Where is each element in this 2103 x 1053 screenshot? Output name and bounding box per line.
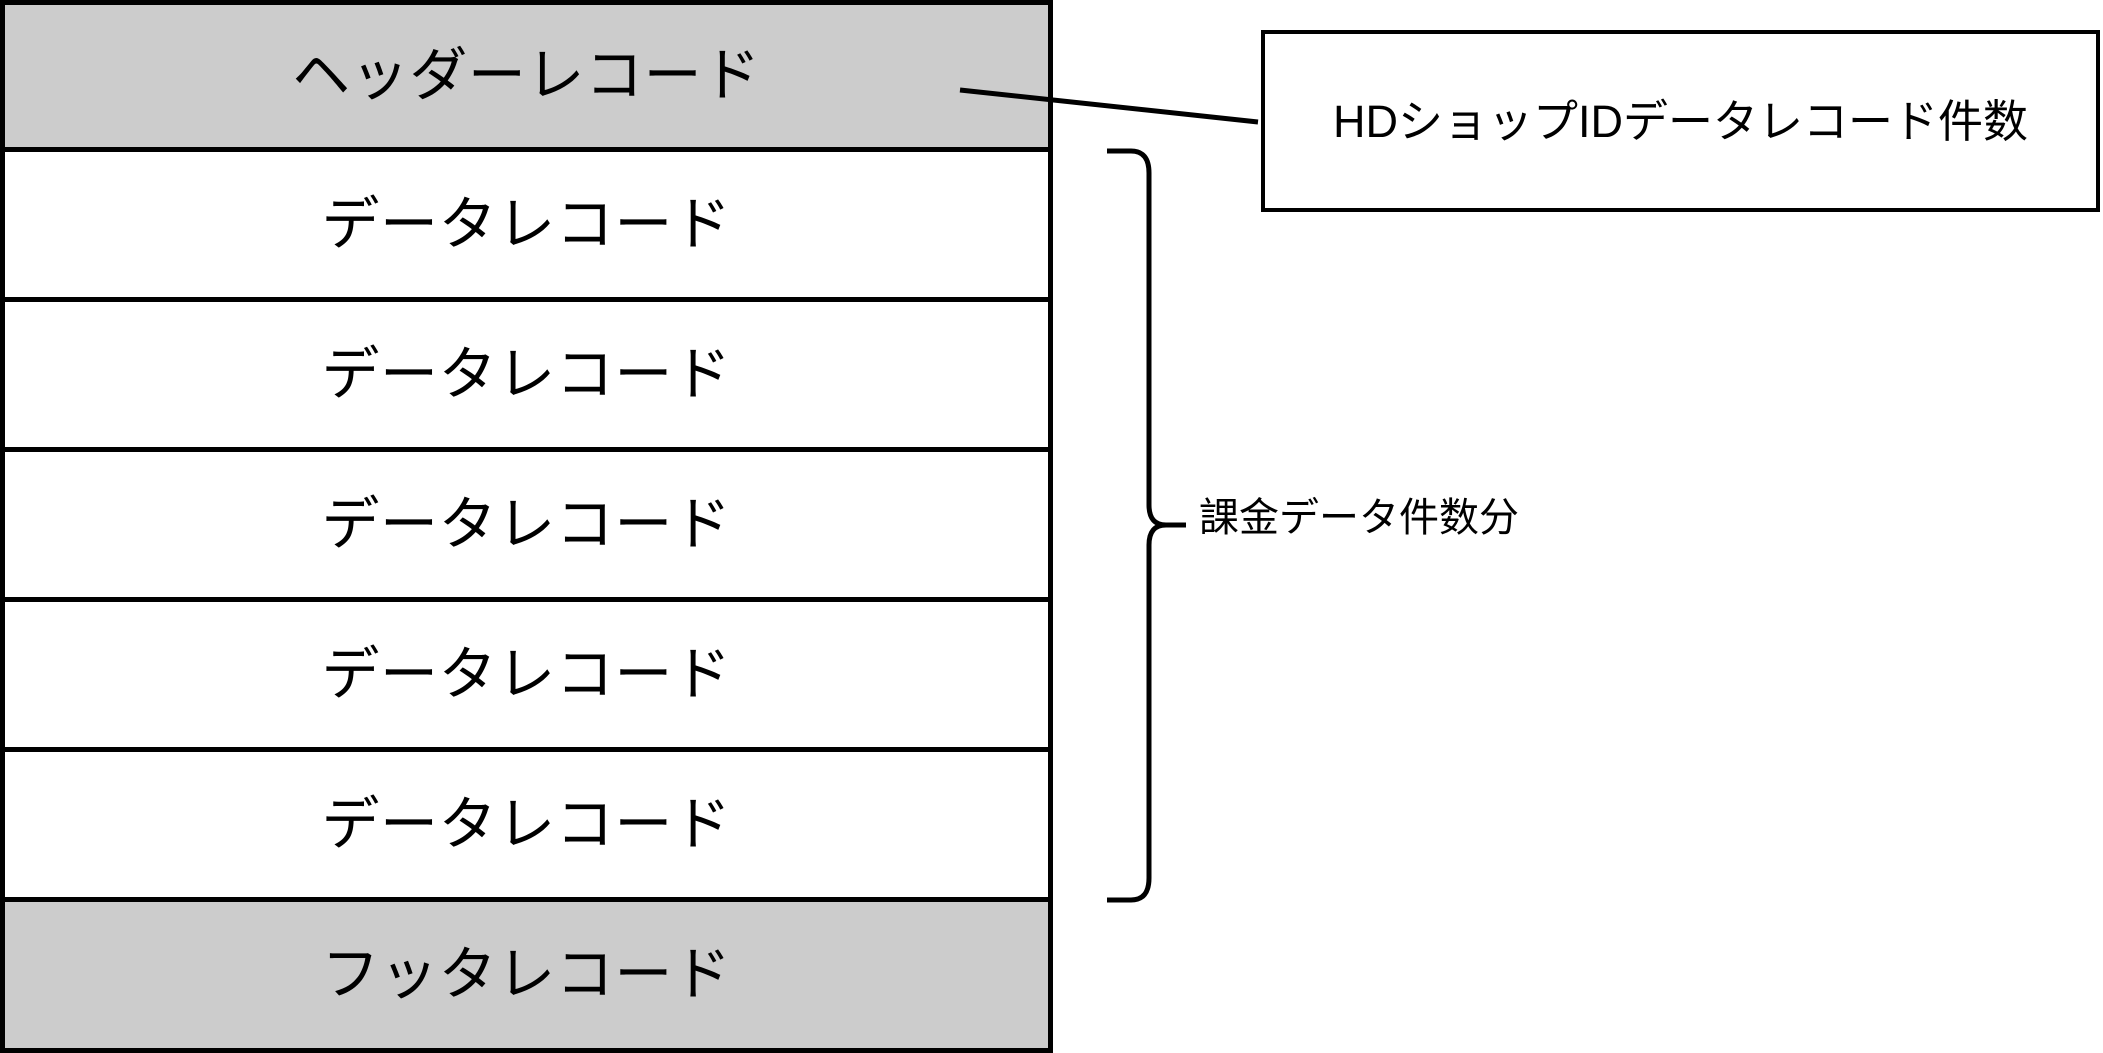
data-records-brace: [1107, 148, 1169, 903]
record-row-label: データレコード: [321, 641, 732, 707]
record-row-label: ヘッダーレコード: [292, 43, 761, 108]
record-row-label: データレコード: [321, 491, 732, 557]
record-row-data-4: データレコード: [0, 602, 1053, 752]
record-row-header: ヘッダーレコード: [0, 0, 1053, 152]
record-row-label: データレコード: [321, 341, 732, 407]
callout-box: HDショップIDデータレコード件数: [1261, 30, 2100, 212]
callout-label: HDショップIDデータレコード件数: [1333, 95, 2028, 147]
record-row-data-5: データレコード: [0, 752, 1053, 902]
brace-annotation-label: 課金データ件数分: [1199, 496, 1519, 540]
record-stack: ヘッダーレコード データレコード データレコード データレコード データレコード…: [0, 0, 1053, 1053]
record-row-data-3: データレコード: [0, 452, 1053, 602]
record-row-label: データレコード: [321, 191, 732, 257]
record-row-data-1: データレコード: [0, 152, 1053, 302]
record-row-data-2: データレコード: [0, 302, 1053, 452]
record-row-footer: フッタレコード: [0, 902, 1053, 1053]
record-row-label: データレコード: [321, 791, 732, 857]
record-row-label: フッタレコード: [321, 942, 732, 1007]
